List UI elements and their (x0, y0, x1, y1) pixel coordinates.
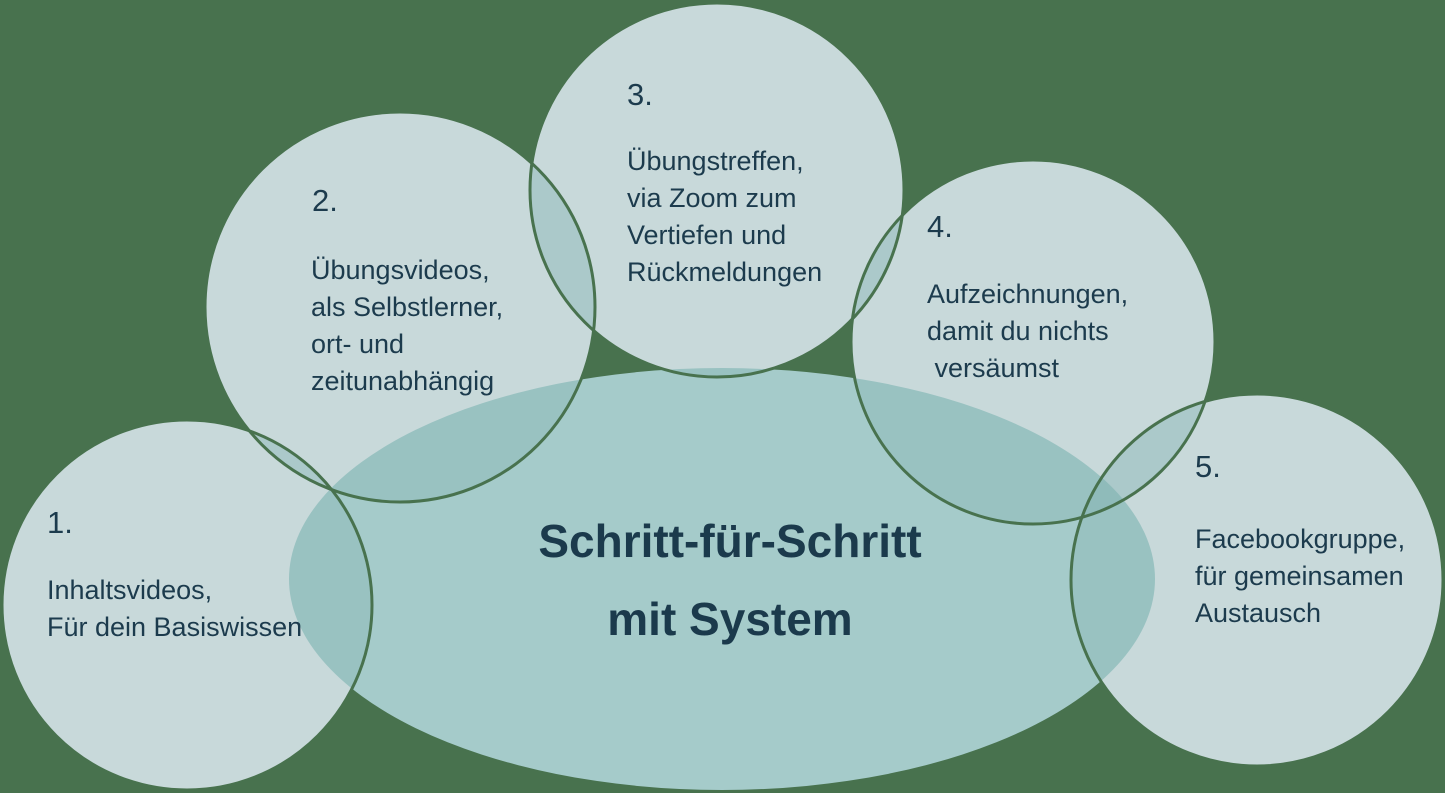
step-text-line: Aufzeichnungen, (927, 279, 1129, 309)
step-3-circle (530, 3, 904, 377)
title-line-2: mit System (607, 593, 853, 645)
title-line-1: Schritt-für-Schritt (538, 515, 922, 567)
step-number: 4. (927, 209, 953, 244)
step-text-line: Vertiefen und (627, 220, 787, 250)
step-3-ring (528, 1, 906, 379)
step-text-line: Übungstreffen, (627, 146, 804, 176)
step-text-line: zeitunabhängig (311, 366, 495, 396)
step-text-line: ort- und (311, 329, 405, 359)
step-text-line: Inhaltsvideos, (47, 575, 213, 605)
step-text-line: via Zoom zum (627, 183, 797, 213)
step-5-ring (1069, 392, 1445, 768)
step-text-line: Austausch (1195, 598, 1322, 628)
step-4-ring (849, 158, 1217, 526)
step-5-circle (1071, 394, 1443, 766)
step-text: Inhaltsvideos, Für dein Basiswissen (47, 572, 302, 646)
step-number: 3. (627, 77, 653, 112)
step-2-ring (203, 110, 597, 504)
step-text: Facebookgruppe, für gemeinsamen Austausc… (1195, 521, 1405, 632)
step-text: Übungsvideos, als Selbstlerner, ort- und… (311, 252, 503, 400)
step-text-line: versäumst (927, 353, 1060, 383)
step-text-line: Facebookgruppe, (1195, 524, 1406, 554)
step-text-line: Übungsvideos, (311, 255, 490, 285)
step-number: 2. (312, 183, 338, 218)
step-text-line: als Selbstlerner, (311, 292, 504, 322)
step-1-circle (2, 420, 372, 790)
step-1-ring (0, 418, 374, 792)
step-text-line: Für dein Basiswissen (47, 612, 303, 642)
step-number: 5. (1195, 449, 1221, 484)
step-text-line: Rückmeldungen (627, 257, 823, 287)
step-text-line: damit du nichts (927, 316, 1109, 346)
step-text: Übungstreffen, via Zoom zum Vertiefen un… (627, 143, 822, 291)
step-text-line: für gemeinsamen (1195, 561, 1404, 591)
step-number: 1. (47, 505, 73, 540)
step-text: Aufzeichnungen, damit du nichts versäums… (927, 276, 1128, 387)
